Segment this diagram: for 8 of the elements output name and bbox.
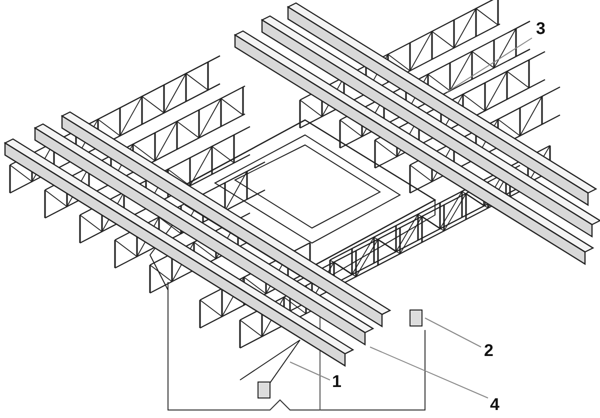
leader-line [370,346,488,398]
leader-line [424,318,482,348]
leader-line [290,362,330,380]
callout-number: 1 [332,373,342,391]
callout-number: 3 [536,20,546,38]
callout-number: 2 [484,342,494,360]
callout-number: 4 [490,396,500,414]
leader-line [446,38,532,92]
